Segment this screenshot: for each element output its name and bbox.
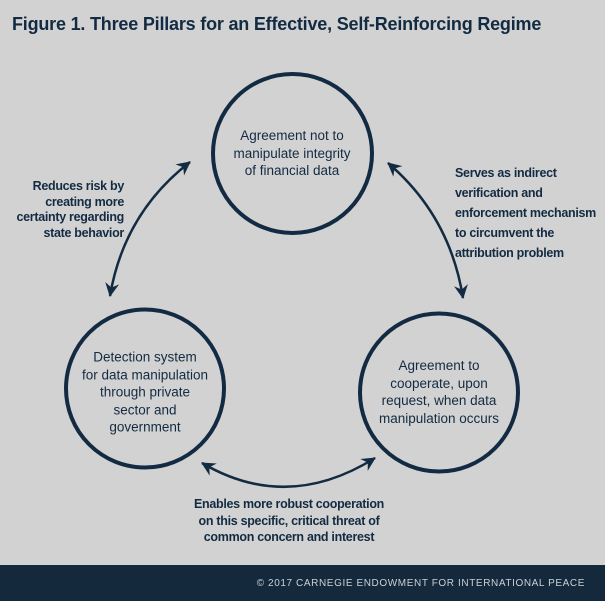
edge-label-left: Reduces risk by creating more certainty … <box>16 179 124 240</box>
arrow-bottom-double <box>201 456 376 488</box>
footer-bar: © 2017 CARNEGIE ENDOWMENT FOR INTERNATIO… <box>0 565 605 601</box>
figure-title: Figure 1. Three Pillars for an Effective… <box>12 14 542 34</box>
pillar-bottom-left-text: Detection system for data manipulation t… <box>81 349 209 435</box>
edge-label-right: Serves as indirect verification and enfo… <box>455 166 596 260</box>
arrow-left-double <box>105 161 191 297</box>
edge-label-bottom: Enables more robust cooperation on this … <box>193 497 385 544</box>
pillar-top-circle <box>211 72 374 235</box>
pillar-top-text: Agreement not to manipulate integrity of… <box>233 127 351 178</box>
arrow-right-double <box>387 162 468 299</box>
pillar-bottom-right-text: Agreement to cooperate, upon request, wh… <box>378 358 500 426</box>
copyright-text: © 2017 CARNEGIE ENDOWMENT FOR INTERNATIO… <box>256 577 585 589</box>
pillar-bottom-left-circle <box>64 307 226 470</box>
pillar-bottom-right-circle <box>358 311 520 474</box>
